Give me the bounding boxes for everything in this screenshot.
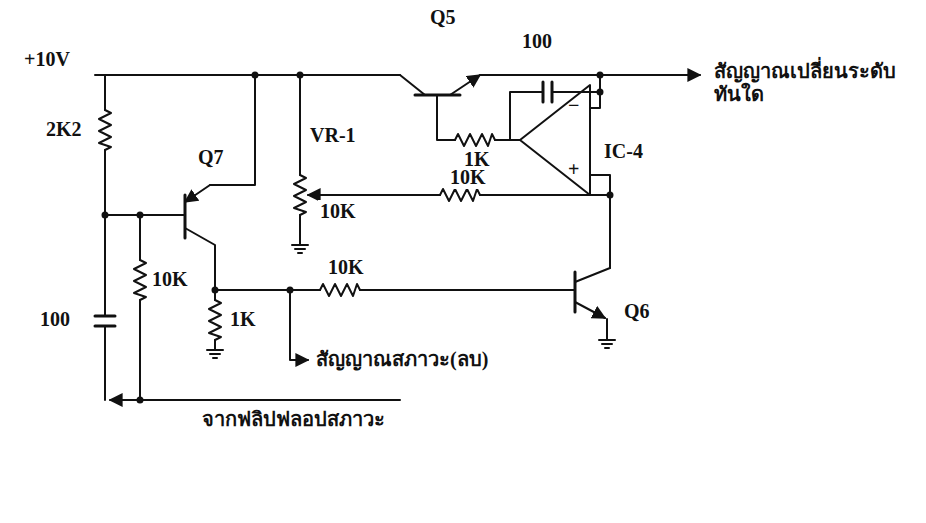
supply-rail	[95, 74, 400, 76]
resistor-symbol	[455, 134, 495, 146]
capacitor-value: 100	[38, 308, 72, 331]
resistor-symbol	[209, 300, 221, 340]
resistor-value: 10K	[448, 166, 488, 189]
resistor-value: 10K	[326, 256, 366, 279]
resistor-symbol	[134, 260, 146, 300]
supply-label: +10V	[22, 48, 72, 71]
signal-name: สัญญาณเปลี่ยนระดับ ทันใด	[712, 60, 906, 106]
transistor-q5	[400, 75, 480, 140]
transistor-label: Q6	[622, 300, 652, 323]
resistor-value: 10K	[150, 268, 190, 291]
resistor-symbol	[320, 284, 360, 296]
transistor-q6	[575, 268, 610, 340]
resistor-value: 10K	[318, 200, 358, 223]
signal-name: สัญญาณสภาวะ(ลบ)	[314, 348, 490, 371]
pin-sign: +	[566, 158, 581, 181]
opamp-symbol	[520, 85, 590, 195]
signal-name: จากฟลิปฟลอปสภาวะ	[200, 408, 387, 431]
transistor-label: Q7	[196, 146, 226, 169]
pin-sign: −	[566, 94, 581, 117]
capacitor-symbol	[95, 316, 115, 326]
output-line	[480, 74, 700, 76]
resistor-value: 2K2	[44, 118, 84, 141]
resistor-symbol	[99, 110, 111, 150]
transistor-label: Q5	[428, 6, 458, 29]
capacitor-value: 100	[520, 30, 554, 53]
capacitor-symbol	[543, 82, 552, 102]
resistor-value: 1K	[228, 308, 258, 331]
resistor-symbol	[440, 189, 480, 201]
transistor-q7	[185, 75, 255, 290]
part-name: IC-4	[602, 140, 645, 163]
part-name: VR-1	[308, 124, 358, 147]
potentiometer-symbol	[294, 175, 306, 215]
